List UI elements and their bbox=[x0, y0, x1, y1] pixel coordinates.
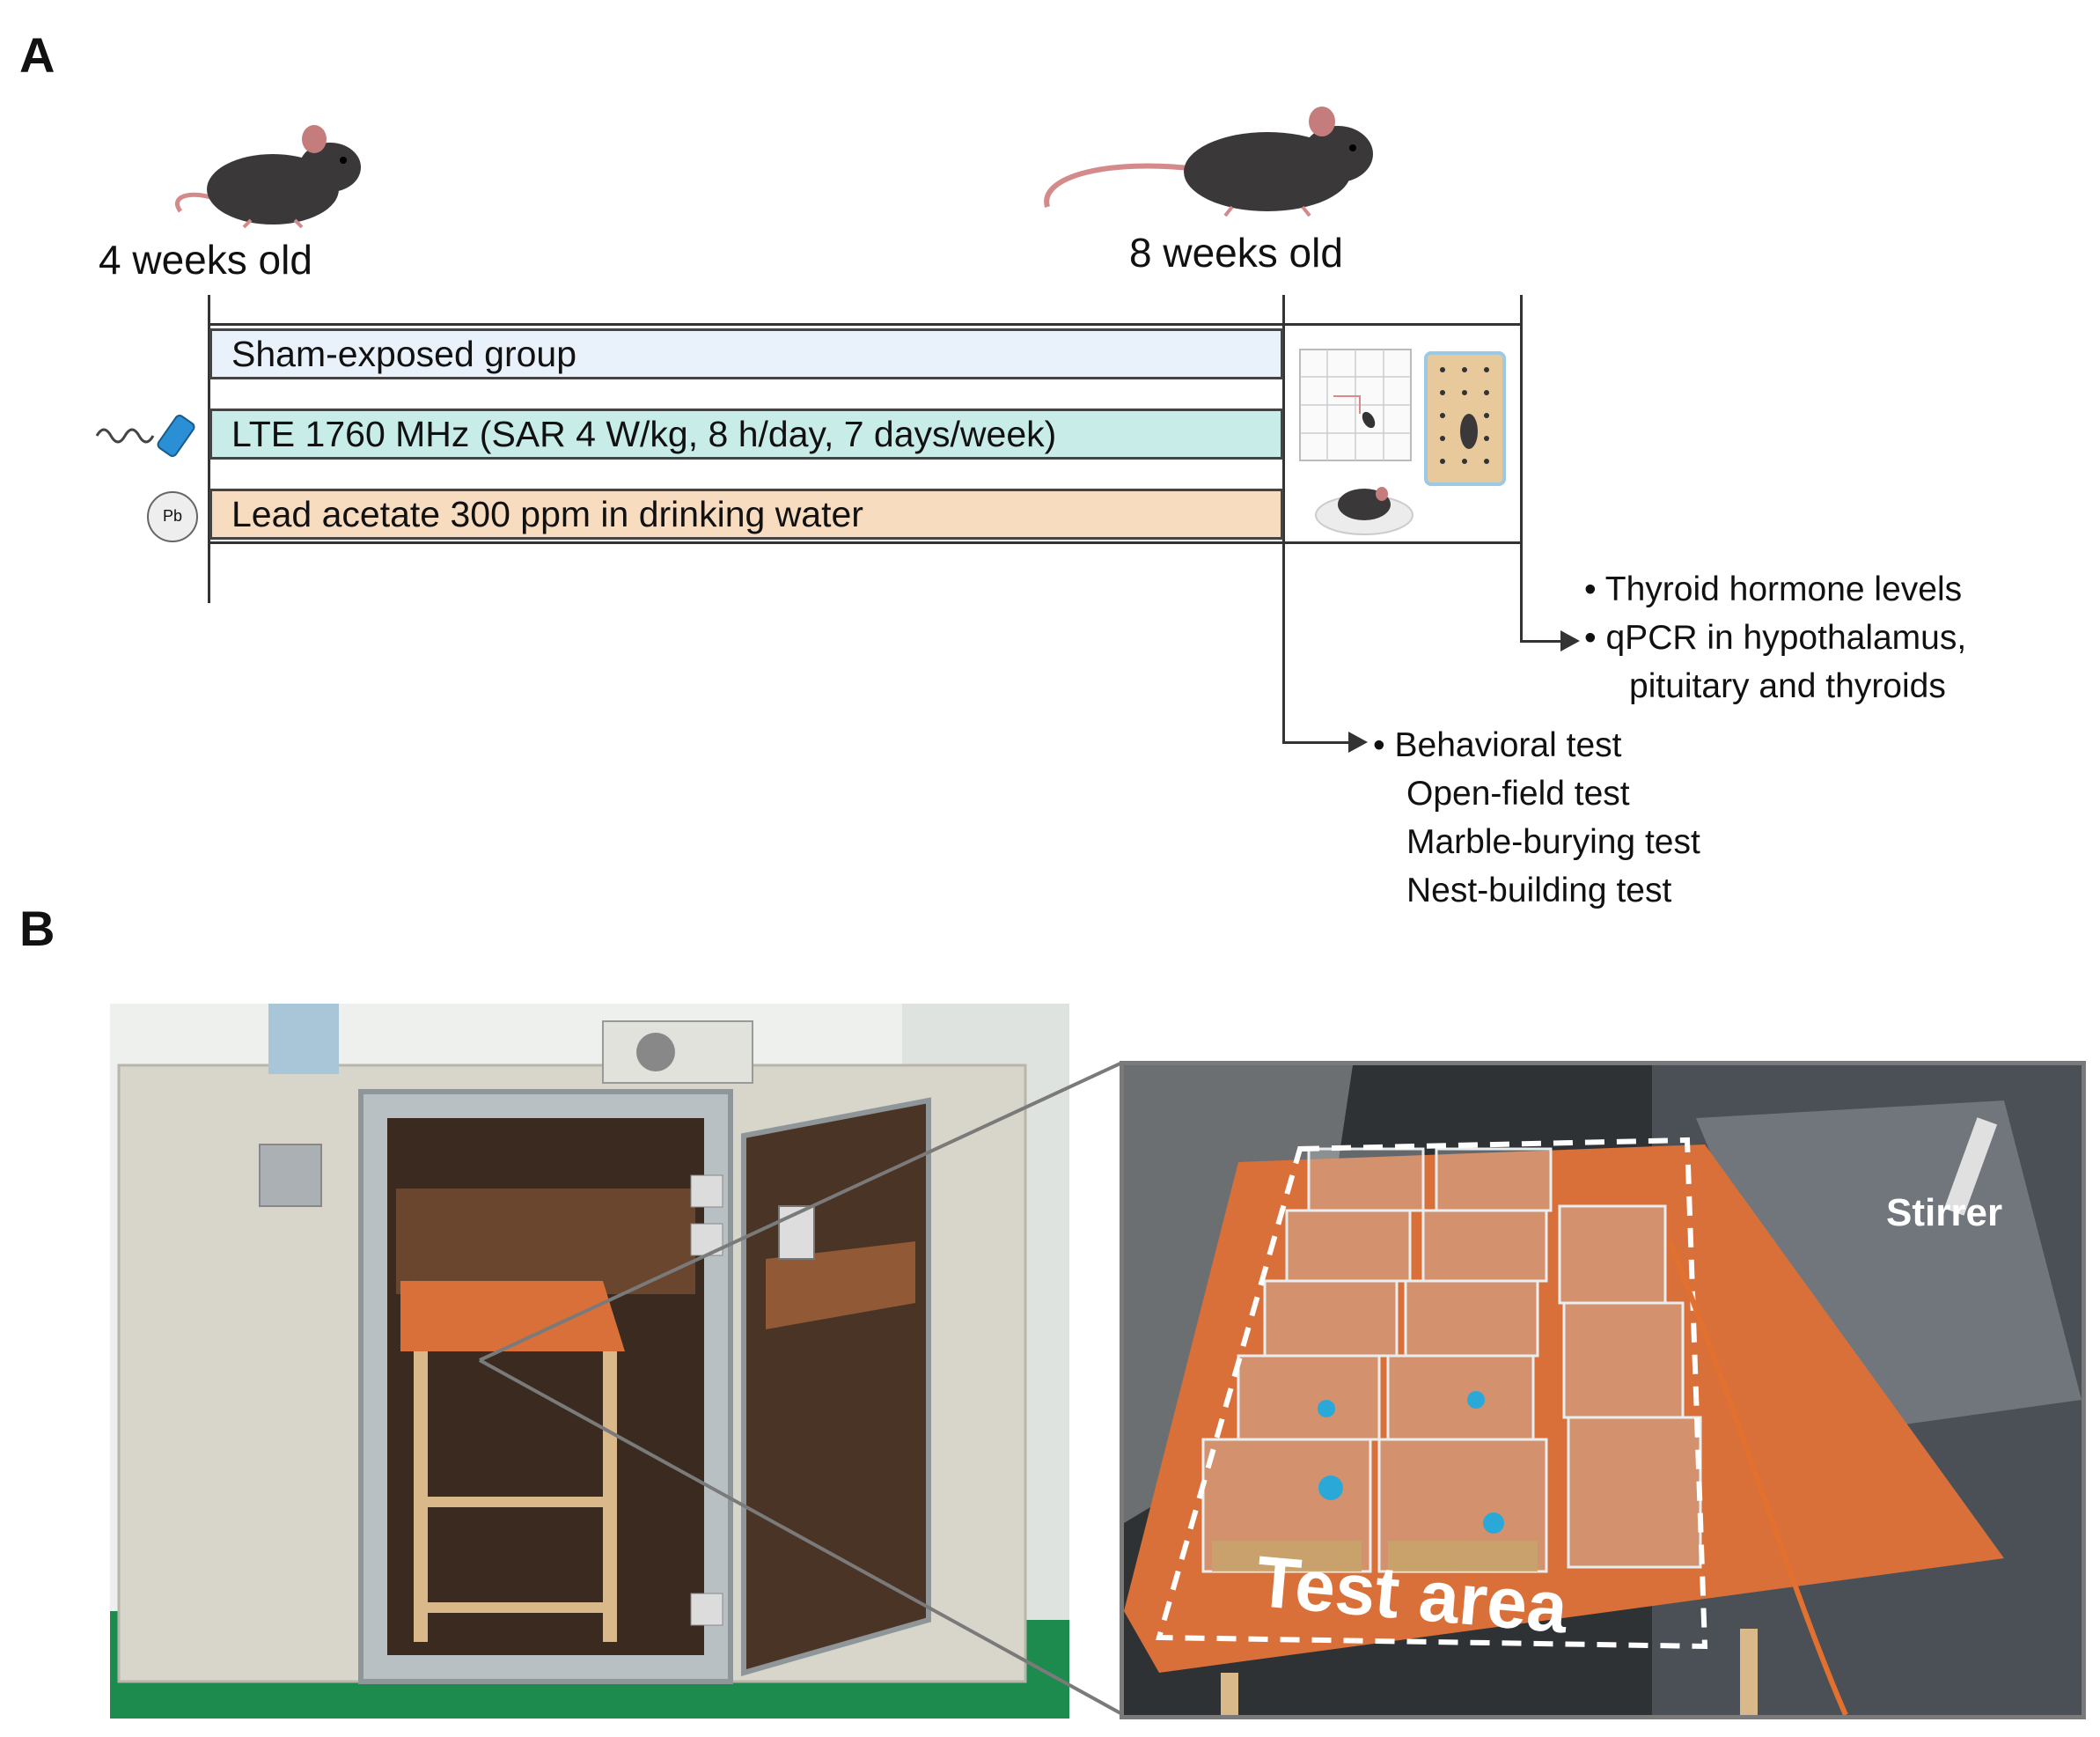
timeline-week8-line bbox=[1282, 295, 1285, 744]
young-mouse-icon bbox=[175, 125, 361, 229]
timeline-top-line bbox=[208, 323, 1523, 326]
panel-b-letter: B bbox=[19, 901, 55, 956]
panel-a-letter: A bbox=[19, 27, 55, 83]
group-label-sham: Sham-exposed group bbox=[231, 334, 577, 374]
lead-badge-label: Pb bbox=[162, 507, 183, 525]
group-bar-lead: Lead acetate 300 ppm in drinking water bbox=[209, 489, 1283, 540]
arrow-to-thyroid-head-icon bbox=[1560, 630, 1580, 651]
group-label-lte: LTE 1760 MHz (SAR 4 W/kg, 8 h/day, 7 day… bbox=[231, 414, 1057, 454]
group-label-lead: Lead acetate 300 ppm in drinking water bbox=[231, 494, 863, 534]
chamber-photo bbox=[110, 1004, 1069, 1719]
zoom-connector-lines bbox=[479, 1061, 1123, 1716]
stirrer-label: Stirrer bbox=[1886, 1191, 2003, 1234]
test-area-photo: Stirrer Test area bbox=[1120, 1061, 2086, 1719]
outcome-qpcr: • qPCR in hypothalamus, bbox=[1584, 619, 1967, 657]
timeline-end-line bbox=[1520, 295, 1523, 643]
nest-building-test-label: Nest-building test bbox=[1406, 872, 1672, 909]
adult-mouse-icon bbox=[1044, 107, 1373, 217]
timeline-bottom-line bbox=[208, 541, 1523, 544]
marble-burying-test-icon bbox=[1424, 351, 1506, 486]
arrow-to-behavior-head-icon bbox=[1348, 732, 1368, 753]
age-end-label: 8 weeks old bbox=[1129, 230, 1343, 276]
open-field-test-icon bbox=[1299, 349, 1412, 461]
behavioral-test-title: • Behavioral test bbox=[1373, 726, 1622, 764]
arrow-to-behavior-line bbox=[1282, 741, 1351, 744]
outcome-qpcr-tissues: pituitary and thyroids bbox=[1629, 667, 1946, 705]
nest-building-test-icon bbox=[1315, 487, 1413, 535]
arrow-to-thyroid-line bbox=[1520, 640, 1564, 643]
open-field-test-label: Open-field test bbox=[1406, 775, 1630, 813]
age-start-label: 4 weeks old bbox=[99, 237, 312, 283]
timeline-start-line bbox=[208, 295, 210, 603]
group-bar-sham: Sham-exposed group bbox=[209, 328, 1283, 379]
lead-badge-icon: Pb bbox=[147, 491, 198, 542]
outcome-thyroid-hormone: • Thyroid hormone levels bbox=[1584, 570, 1963, 608]
marble-burying-test-label: Marble-burying test bbox=[1406, 823, 1700, 861]
group-bar-lte: LTE 1760 MHz (SAR 4 W/kg, 8 h/day, 7 day… bbox=[209, 408, 1283, 460]
mobile-phone-rf-icon bbox=[95, 415, 195, 457]
